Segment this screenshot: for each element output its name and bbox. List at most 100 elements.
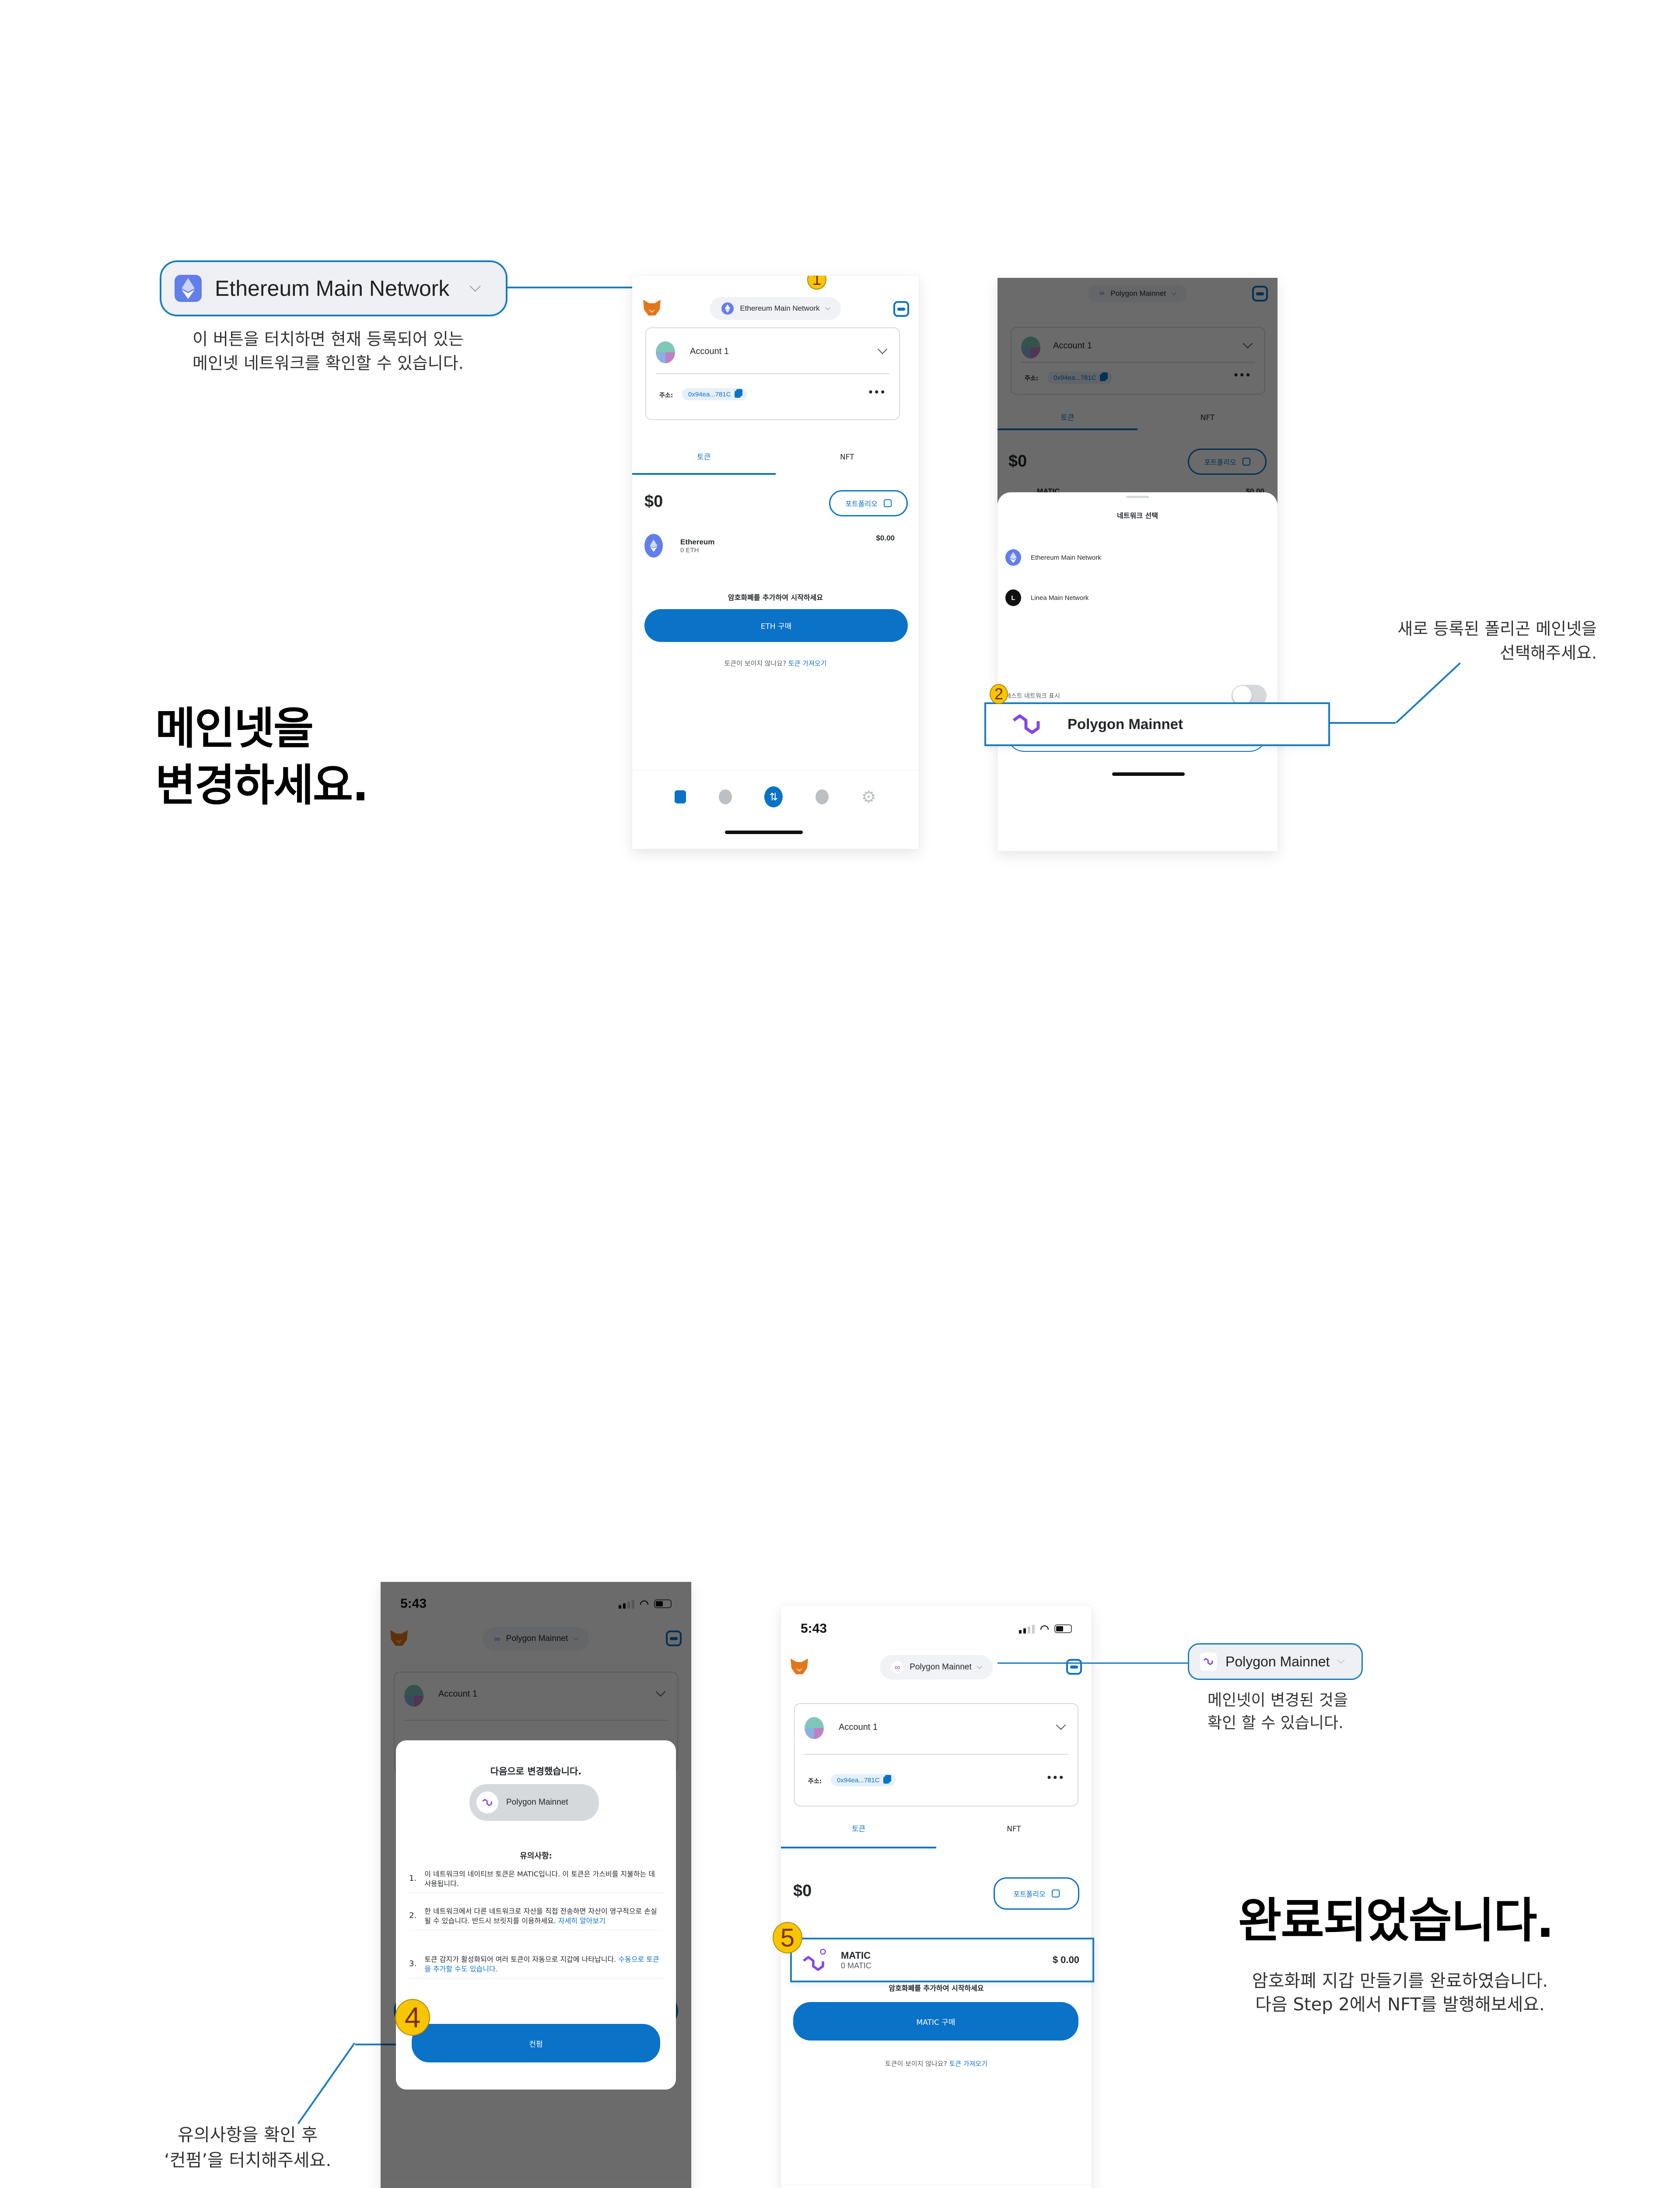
home-indicator	[725, 831, 803, 834]
network-item-linea[interactable]: L Linea Main Network	[1005, 589, 1089, 606]
signal-icon	[1019, 1624, 1035, 1634]
token-row-ethereum[interactable]: Ethereum 0 ETH $0.00	[644, 534, 907, 558]
chevron-down-icon[interactable]	[877, 344, 888, 354]
tab-tokens[interactable]: 토큰	[851, 1825, 866, 1834]
subtitle-line: 암호화폐 지갑 만들기를 완료하였습니다.	[1252, 1971, 1548, 1991]
account-name[interactable]: Account 1	[839, 1722, 878, 1732]
ethereum-icon	[644, 534, 663, 558]
subtitle-line: 다음 Step 2에서 NFT를 발행해보세요.	[1255, 1995, 1545, 2015]
token-name: MATIC	[841, 1950, 871, 1961]
balance: $0	[793, 1882, 812, 1900]
buy-matic-button[interactable]: MATIC 구매	[793, 2002, 1078, 2041]
import-tokens-line: 토큰이 보이지 않나요? 토큰 가져오기	[632, 659, 919, 668]
buy-eth-button[interactable]: ETH 구매	[644, 609, 908, 642]
step-badge-2: 2	[990, 684, 1008, 704]
import-prefix: 토큰이 보이지 않나요?	[724, 659, 787, 667]
more-options-icon[interactable]: •••	[868, 387, 886, 397]
network-name: Polygon Mainnet	[1068, 716, 1183, 732]
avatar	[656, 341, 675, 363]
network-selector[interactable]: Ethereum Main Network	[710, 297, 841, 320]
modal-title: 다음으로 변경했습니다.	[490, 1766, 582, 1777]
note-item: 2. 한 네트워크에서 다른 네트워크로 자산을 직접 전송하면 자산이 영구적…	[409, 1907, 663, 1931]
wallet-icon[interactable]	[675, 790, 686, 803]
scan-icon[interactable]	[1066, 1659, 1082, 1675]
ethereum-icon	[1005, 549, 1021, 566]
completion-subtitle: 암호화폐 지갑 만들기를 완료하였습니다. 다음 Step 2에서 NFT를 발…	[1203, 1969, 1597, 2016]
network-changed-modal: 다음으로 변경했습니다. Polygon Mainnet 유의사항: 1. 이 …	[396, 1740, 676, 2090]
network-item-polygon[interactable]: Polygon Mainnet	[984, 702, 1330, 746]
token-value: $ 0.00	[1052, 1954, 1079, 1965]
callout-label: Polygon Mainnet	[1225, 1653, 1330, 1669]
compass-icon[interactable]	[816, 789, 829, 804]
external-link-icon	[883, 499, 892, 507]
linea-icon: L	[1005, 589, 1021, 606]
ethereum-network-callout: Ethereum Main Network	[160, 260, 508, 316]
more-options-icon[interactable]: •••	[1046, 1772, 1064, 1783]
chevron-down-icon[interactable]	[1056, 1720, 1066, 1730]
completion-title: 완료되었습니다.	[1238, 1893, 1554, 1948]
polygon-network-callout: Polygon Mainnet	[1188, 1643, 1363, 1680]
copy-icon	[883, 1777, 889, 1784]
external-link-icon	[1051, 1890, 1060, 1897]
add-token-manually-link[interactable]: 수동으로 토큰을 추가할 수도 있습니다.	[424, 1955, 659, 1973]
title-line: 메인넷을	[155, 703, 314, 754]
import-prefix: 토큰이 보이지 않나요?	[885, 2060, 947, 2068]
polygon-icon: ∞	[891, 1661, 904, 1673]
address-value: 0x94ea...781C	[837, 1776, 880, 1784]
network-name: Polygon Mainnet	[506, 1798, 568, 1807]
tab-nft[interactable]: NFT	[840, 453, 854, 462]
gear-icon[interactable]: ⚙	[861, 787, 876, 806]
account-name[interactable]: Account 1	[690, 347, 729, 356]
token-name: Ethereum	[680, 537, 715, 546]
account-card: Account 1 주소: 0x94ea...781C •••	[645, 327, 900, 420]
divider	[805, 1754, 1068, 1755]
leader-line	[1330, 722, 1396, 724]
test-networks-label: 테스트 네트워크 표시	[1005, 693, 1060, 700]
import-tokens-link[interactable]: 토큰 가져오기	[949, 2060, 988, 2068]
portfolio-label: 포트폴리오	[1013, 1890, 1046, 1898]
address-copy-button[interactable]: 0x94ea...781C	[682, 388, 747, 400]
portfolio-button[interactable]: 포트폴리오	[829, 490, 908, 516]
scan-icon[interactable]	[893, 301, 909, 317]
network-select-sheet: 네트워크 선택 Ethereum Main Network L Linea Ma…	[998, 492, 1278, 851]
caption-line: 메인넷이 변경된 것을	[1208, 1691, 1348, 1709]
chevron-down-icon	[977, 1663, 982, 1669]
note-text: 이 네트워크의 네이티브 토큰은 MATIC입니다. 이 토큰은 가스비를 지불…	[424, 1870, 655, 1888]
address-label: 주소:	[808, 1778, 822, 1785]
clock-icon[interactable]	[718, 789, 732, 804]
chevron-down-icon	[469, 281, 481, 292]
callout-caption: 이 버튼을 터치하면 현재 등록되어 있는 메인넷 네트워크를 확인할 수 있습…	[192, 327, 464, 375]
polygon-icon	[803, 1949, 826, 1971]
token-row-matic[interactable]: MATIC 0 MATIC $ 0.00	[790, 1938, 1094, 1982]
learn-more-link[interactable]: 자세히 알아보기	[558, 1916, 606, 1925]
import-tokens-line: 토큰이 보이지 않나요? 토큰 가져오기	[781, 2059, 1092, 2068]
network-name: Ethereum Main Network	[1031, 554, 1101, 561]
caption-line: ‘컨펌’을 터치해주세요.	[164, 2150, 332, 2170]
token-value: $0.00	[876, 534, 895, 542]
metamask-fox-icon	[643, 300, 661, 316]
caption-line: 확인 할 수 있습니다.	[1208, 1714, 1344, 1732]
network-pill: Polygon Mainnet	[469, 1784, 599, 1821]
caption-line: 이 버튼을 터치하면 현재 등록되어 있는	[192, 330, 464, 349]
sheet-title: 네트워크 선택	[1117, 512, 1158, 520]
caption-line: 메인넷 네트워크를 확인할 수 있습니다.	[192, 354, 464, 373]
note-item: 3. 토큰 감지가 활성화되어 여러 토큰이 자동으로 지갑에 나타납니다. 수…	[409, 1955, 663, 1979]
ethereum-icon	[721, 302, 734, 315]
address-copy-button[interactable]: 0x94ea...781C	[831, 1774, 896, 1786]
step-badge-5: 5	[773, 1922, 802, 1953]
polygon-icon	[1200, 1652, 1217, 1671]
swap-icon[interactable]: ⇅	[764, 786, 783, 807]
phone-screen-network-changed-modal: 5:43 ◠ ∞ Polygon Mainnet Account 1 ⇅ ⚙ 다…	[381, 1582, 691, 2188]
network-selector[interactable]: ∞ Polygon Mainnet	[880, 1655, 993, 1680]
step-badge-1: 1	[807, 276, 826, 290]
select-polygon-caption: 새로 등록된 폴리곤 메인넷을 선택해주세요.	[1378, 617, 1597, 665]
tab-tokens[interactable]: 토큰	[697, 453, 711, 462]
phone-screen-ethereum: Ethereum Main Network 1 Account 1 주소: 0x…	[632, 276, 919, 849]
network-item-ethereum[interactable]: Ethereum Main Network	[1005, 549, 1101, 566]
import-tokens-link[interactable]: 토큰 가져오기	[788, 659, 827, 667]
portfolio-button[interactable]: 포트폴리오	[994, 1877, 1079, 1910]
bottom-nav: ⇅ ⚙	[781, 2184, 1092, 2188]
confirm-button[interactable]: 컨펌	[412, 2024, 660, 2062]
tab-nft[interactable]: NFT	[1007, 1825, 1021, 1834]
sheet-handle[interactable]	[1126, 496, 1149, 498]
